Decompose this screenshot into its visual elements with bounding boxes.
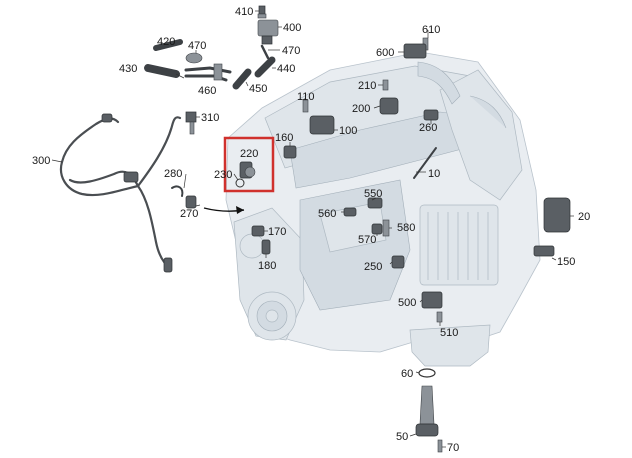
part-310-sensor xyxy=(185,111,197,135)
label-420: 420 xyxy=(157,36,175,48)
label-510: 510 xyxy=(440,327,458,339)
label-470-right: 470 xyxy=(282,45,300,57)
arrow-270 xyxy=(203,206,245,214)
label-200: 200 xyxy=(352,103,370,115)
engine-block xyxy=(225,51,541,367)
part-570-sensor xyxy=(371,223,383,235)
label-470-upper: 470 xyxy=(188,40,206,52)
part-110-sensor xyxy=(302,99,309,113)
label-500: 500 xyxy=(398,297,416,309)
part-10-dipstick xyxy=(413,147,437,179)
label-20: 20 xyxy=(578,211,590,223)
label-110: 110 xyxy=(297,91,315,103)
label-610: 610 xyxy=(422,24,440,36)
cooler-fins xyxy=(427,212,489,280)
part-510-bolt xyxy=(436,311,443,323)
label-600: 600 xyxy=(376,47,394,59)
part-500-sensor xyxy=(421,291,443,309)
part-230-oring xyxy=(235,178,245,188)
label-400: 400 xyxy=(283,22,301,34)
part-160-sensor xyxy=(283,145,297,159)
part-100-actuator xyxy=(309,115,335,135)
part-440-hose xyxy=(254,56,276,78)
part-600-bracket xyxy=(403,43,427,59)
label-460: 460 xyxy=(198,85,216,97)
part-labels: 410 400 470 470 420 430 440 460 450 610 … xyxy=(32,6,590,454)
part-250-sensor xyxy=(391,255,405,269)
label-60: 60 xyxy=(401,368,413,380)
label-160: 160 xyxy=(275,132,293,144)
part-200-valve xyxy=(379,97,399,115)
part-420-hose xyxy=(153,39,183,51)
label-50: 50 xyxy=(396,431,408,443)
part-70-bolt xyxy=(437,439,443,453)
part-280-clip xyxy=(171,185,184,197)
label-210: 210 xyxy=(358,80,376,92)
part-220-sensor xyxy=(239,161,256,179)
label-270: 270 xyxy=(180,208,198,220)
label-220: 220 xyxy=(240,148,258,160)
label-570: 570 xyxy=(358,234,376,246)
label-560: 560 xyxy=(318,208,336,220)
part-450-hose xyxy=(232,68,252,90)
part-550-sensor xyxy=(367,197,383,209)
part-470-clamp xyxy=(185,52,203,64)
part-300-wire-harness xyxy=(59,113,182,273)
part-50-sensor xyxy=(415,385,439,437)
label-430: 430 xyxy=(119,63,137,75)
label-410: 410 xyxy=(235,6,253,18)
label-150: 150 xyxy=(557,256,575,268)
part-460-pipe xyxy=(184,63,232,82)
label-250: 250 xyxy=(364,261,382,273)
label-70: 70 xyxy=(447,442,459,454)
part-180-sensor xyxy=(261,239,271,255)
label-550: 550 xyxy=(364,188,382,200)
label-170: 170 xyxy=(268,226,286,238)
highlight-box-220 xyxy=(223,136,275,193)
leader-lines xyxy=(51,10,574,448)
part-470-bracket-upper xyxy=(260,44,270,60)
label-260: 260 xyxy=(419,122,437,134)
label-580: 580 xyxy=(397,222,415,234)
label-100: 100 xyxy=(339,125,357,137)
part-580-sensor xyxy=(382,219,390,237)
part-410-bolt xyxy=(257,5,267,19)
part-400-sensor xyxy=(257,19,279,45)
part-150-sensor xyxy=(533,245,555,257)
part-560-sensor xyxy=(343,207,357,217)
part-20-module xyxy=(543,197,571,233)
part-170-sensor xyxy=(251,225,265,237)
label-10: 10 xyxy=(428,168,440,180)
label-180: 180 xyxy=(258,260,276,272)
part-270-sensor xyxy=(185,195,197,209)
label-280: 280 xyxy=(164,168,182,180)
part-430-hose xyxy=(144,64,180,78)
label-230: 230 xyxy=(214,169,232,181)
label-440: 440 xyxy=(277,63,295,75)
label-310: 310 xyxy=(201,112,219,124)
label-300: 300 xyxy=(32,155,50,167)
part-210-sensor xyxy=(382,79,389,91)
part-60-oring xyxy=(418,368,436,378)
part-260-sensor xyxy=(423,109,439,121)
label-450: 450 xyxy=(249,83,267,95)
